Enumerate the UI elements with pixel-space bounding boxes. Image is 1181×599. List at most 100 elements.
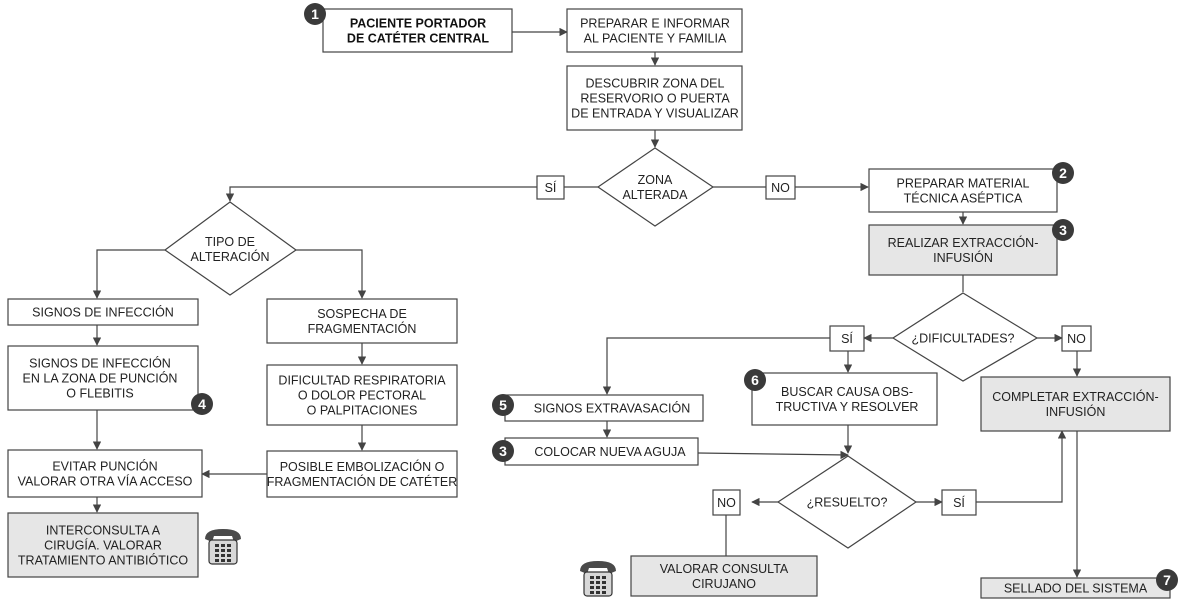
text-line: PACIENTE PORTADOR bbox=[350, 17, 486, 31]
text-line: SÍ bbox=[953, 495, 965, 510]
box-interconsulta bbox=[7, 512, 199, 578]
shapes bbox=[7, 8, 1171, 599]
text-line: SELLADO DEL SISTEMA bbox=[1004, 582, 1148, 596]
label-box-si-dif bbox=[829, 325, 865, 352]
text-line: O PALPITACIONES bbox=[307, 404, 418, 418]
connector bbox=[697, 450, 849, 460]
svg-text:3: 3 bbox=[1059, 222, 1067, 238]
text-signos-extravasacion: SIGNOS EXTRAVASACIÓN bbox=[534, 401, 691, 416]
text-line: INTERCONSULTA A bbox=[46, 524, 161, 538]
telephone-icon bbox=[579, 560, 617, 597]
text-line: INFUSIÓN bbox=[933, 250, 993, 265]
text-line: CIRUJANO bbox=[692, 577, 756, 591]
step-badge-7: 7 bbox=[1156, 569, 1178, 591]
svg-text:5: 5 bbox=[499, 397, 507, 413]
text-line: ALTERADA bbox=[622, 188, 688, 202]
box-start bbox=[322, 8, 513, 53]
text-line: ¿RESUELTO? bbox=[807, 496, 888, 510]
text-line: TIPO DE bbox=[205, 235, 255, 249]
text-line: EN LA ZONA DE PUNCIÓN bbox=[23, 371, 178, 386]
text-line: O DOLOR PECTORAL bbox=[298, 389, 426, 403]
diamond-resuelto bbox=[776, 455, 918, 549]
text-line: ALTERACIÓN bbox=[191, 249, 270, 264]
step-badge-5: 5 bbox=[492, 394, 514, 416]
text-buscar-causa: BUSCAR CAUSA OBS-TRUCTIVA Y RESOLVER bbox=[776, 385, 919, 414]
box-posible-embolizacion bbox=[266, 450, 458, 498]
text-line: POSIBLE EMBOLIZACIÓN O bbox=[280, 459, 445, 474]
diamond-tipo-alteracion bbox=[163, 201, 298, 296]
svg-text:2: 2 bbox=[1059, 165, 1067, 181]
text-line: EVITAR PUNCIÓN bbox=[52, 459, 157, 474]
text-line: SOSPECHA DE bbox=[317, 307, 407, 321]
text-si-zona: SÍ bbox=[545, 180, 557, 195]
text-line: NO bbox=[1067, 332, 1086, 346]
text-line: INFUSIÓN bbox=[1046, 404, 1106, 419]
text-line: ¿DIFICULTADES? bbox=[911, 332, 1014, 346]
svg-text:7: 7 bbox=[1163, 572, 1171, 588]
text-signos-infeccion: SIGNOS DE INFECCIÓN bbox=[32, 305, 174, 320]
connectors bbox=[92, 27, 1082, 585]
text-line: ZONA bbox=[638, 173, 673, 187]
step-badge-4: 4 bbox=[191, 393, 213, 415]
svg-text:1: 1 bbox=[311, 6, 319, 22]
text-line: RESERVORIO O PUERTA bbox=[580, 92, 730, 106]
text-line: PREPARAR MATERIAL bbox=[897, 177, 1030, 191]
diamond-zona-alterada bbox=[596, 147, 715, 227]
svg-text:6: 6 bbox=[751, 372, 759, 388]
text-sellado: SELLADO DEL SISTEMA bbox=[1004, 582, 1148, 596]
text-line: VALORAR CONSULTA bbox=[660, 562, 789, 576]
text-no-res: NO bbox=[717, 496, 736, 510]
box-buscar-causa bbox=[751, 372, 938, 426]
text-line: DE ENTRADA Y VISUALIZAR bbox=[571, 107, 739, 121]
text-line: NO bbox=[717, 496, 736, 510]
connector bbox=[976, 430, 1067, 503]
text-line: SIGNOS EXTRAVASACIÓN bbox=[534, 401, 691, 416]
text-line: AL PACIENTE Y FAMILIA bbox=[584, 32, 727, 46]
text-line: NO bbox=[771, 181, 790, 195]
text-line: SIGNOS DE INFECCIÓN bbox=[29, 356, 171, 371]
label-box-no-res bbox=[712, 489, 741, 516]
text-no-zona: NO bbox=[771, 181, 790, 195]
connector bbox=[92, 249, 165, 299]
text-line: BUSCAR CAUSA OBS- bbox=[781, 385, 913, 399]
svg-text:3: 3 bbox=[499, 443, 507, 459]
text-colocar-aguja: COLOCAR NUEVA AGUJA bbox=[534, 445, 686, 459]
label-box-no bbox=[765, 175, 796, 200]
text-line: TRUCTIVA Y RESOLVER bbox=[776, 400, 919, 414]
step-badge-3: 3 bbox=[1052, 219, 1074, 241]
text-completar-extraccion: COMPLETAR EXTRACCIÓN-INFUSIÓN bbox=[992, 389, 1158, 419]
box-colocar-aguja bbox=[504, 437, 699, 466]
box-signos-puncion bbox=[7, 345, 199, 411]
text-line: SIGNOS DE INFECCIÓN bbox=[32, 305, 174, 320]
text-line: DESCUBRIR ZONA DEL bbox=[586, 77, 725, 91]
text-no-dif: NO bbox=[1067, 332, 1086, 346]
box-sospecha-fragmentacion bbox=[266, 298, 458, 344]
connector bbox=[296, 249, 367, 299]
box-realizar-extraccion bbox=[868, 224, 1058, 276]
text-line: VALORAR OTRA VÍA ACCESO bbox=[18, 474, 193, 489]
text-realizar-extraccion: REALIZAR EXTRACCIÓN-INFUSIÓN bbox=[888, 235, 1039, 265]
text-line: FRAGMENTACIÓN bbox=[308, 321, 417, 336]
text-line: FRAGMENTACIÓN DE CATÉTER bbox=[267, 474, 458, 489]
box-valorar-consulta bbox=[630, 555, 818, 597]
connector bbox=[602, 337, 830, 395]
label-box-no-dif bbox=[1061, 325, 1092, 352]
text-line: PREPARAR E INFORMAR bbox=[580, 17, 730, 31]
text-si-dif: SÍ bbox=[841, 331, 853, 346]
box-preparar-material bbox=[868, 168, 1058, 213]
text-line: TRATAMIENTO ANTIBIÓTICO bbox=[18, 553, 188, 568]
box-signos-infeccion bbox=[7, 298, 199, 326]
text-line: REALIZAR EXTRACCIÓN- bbox=[888, 235, 1039, 250]
